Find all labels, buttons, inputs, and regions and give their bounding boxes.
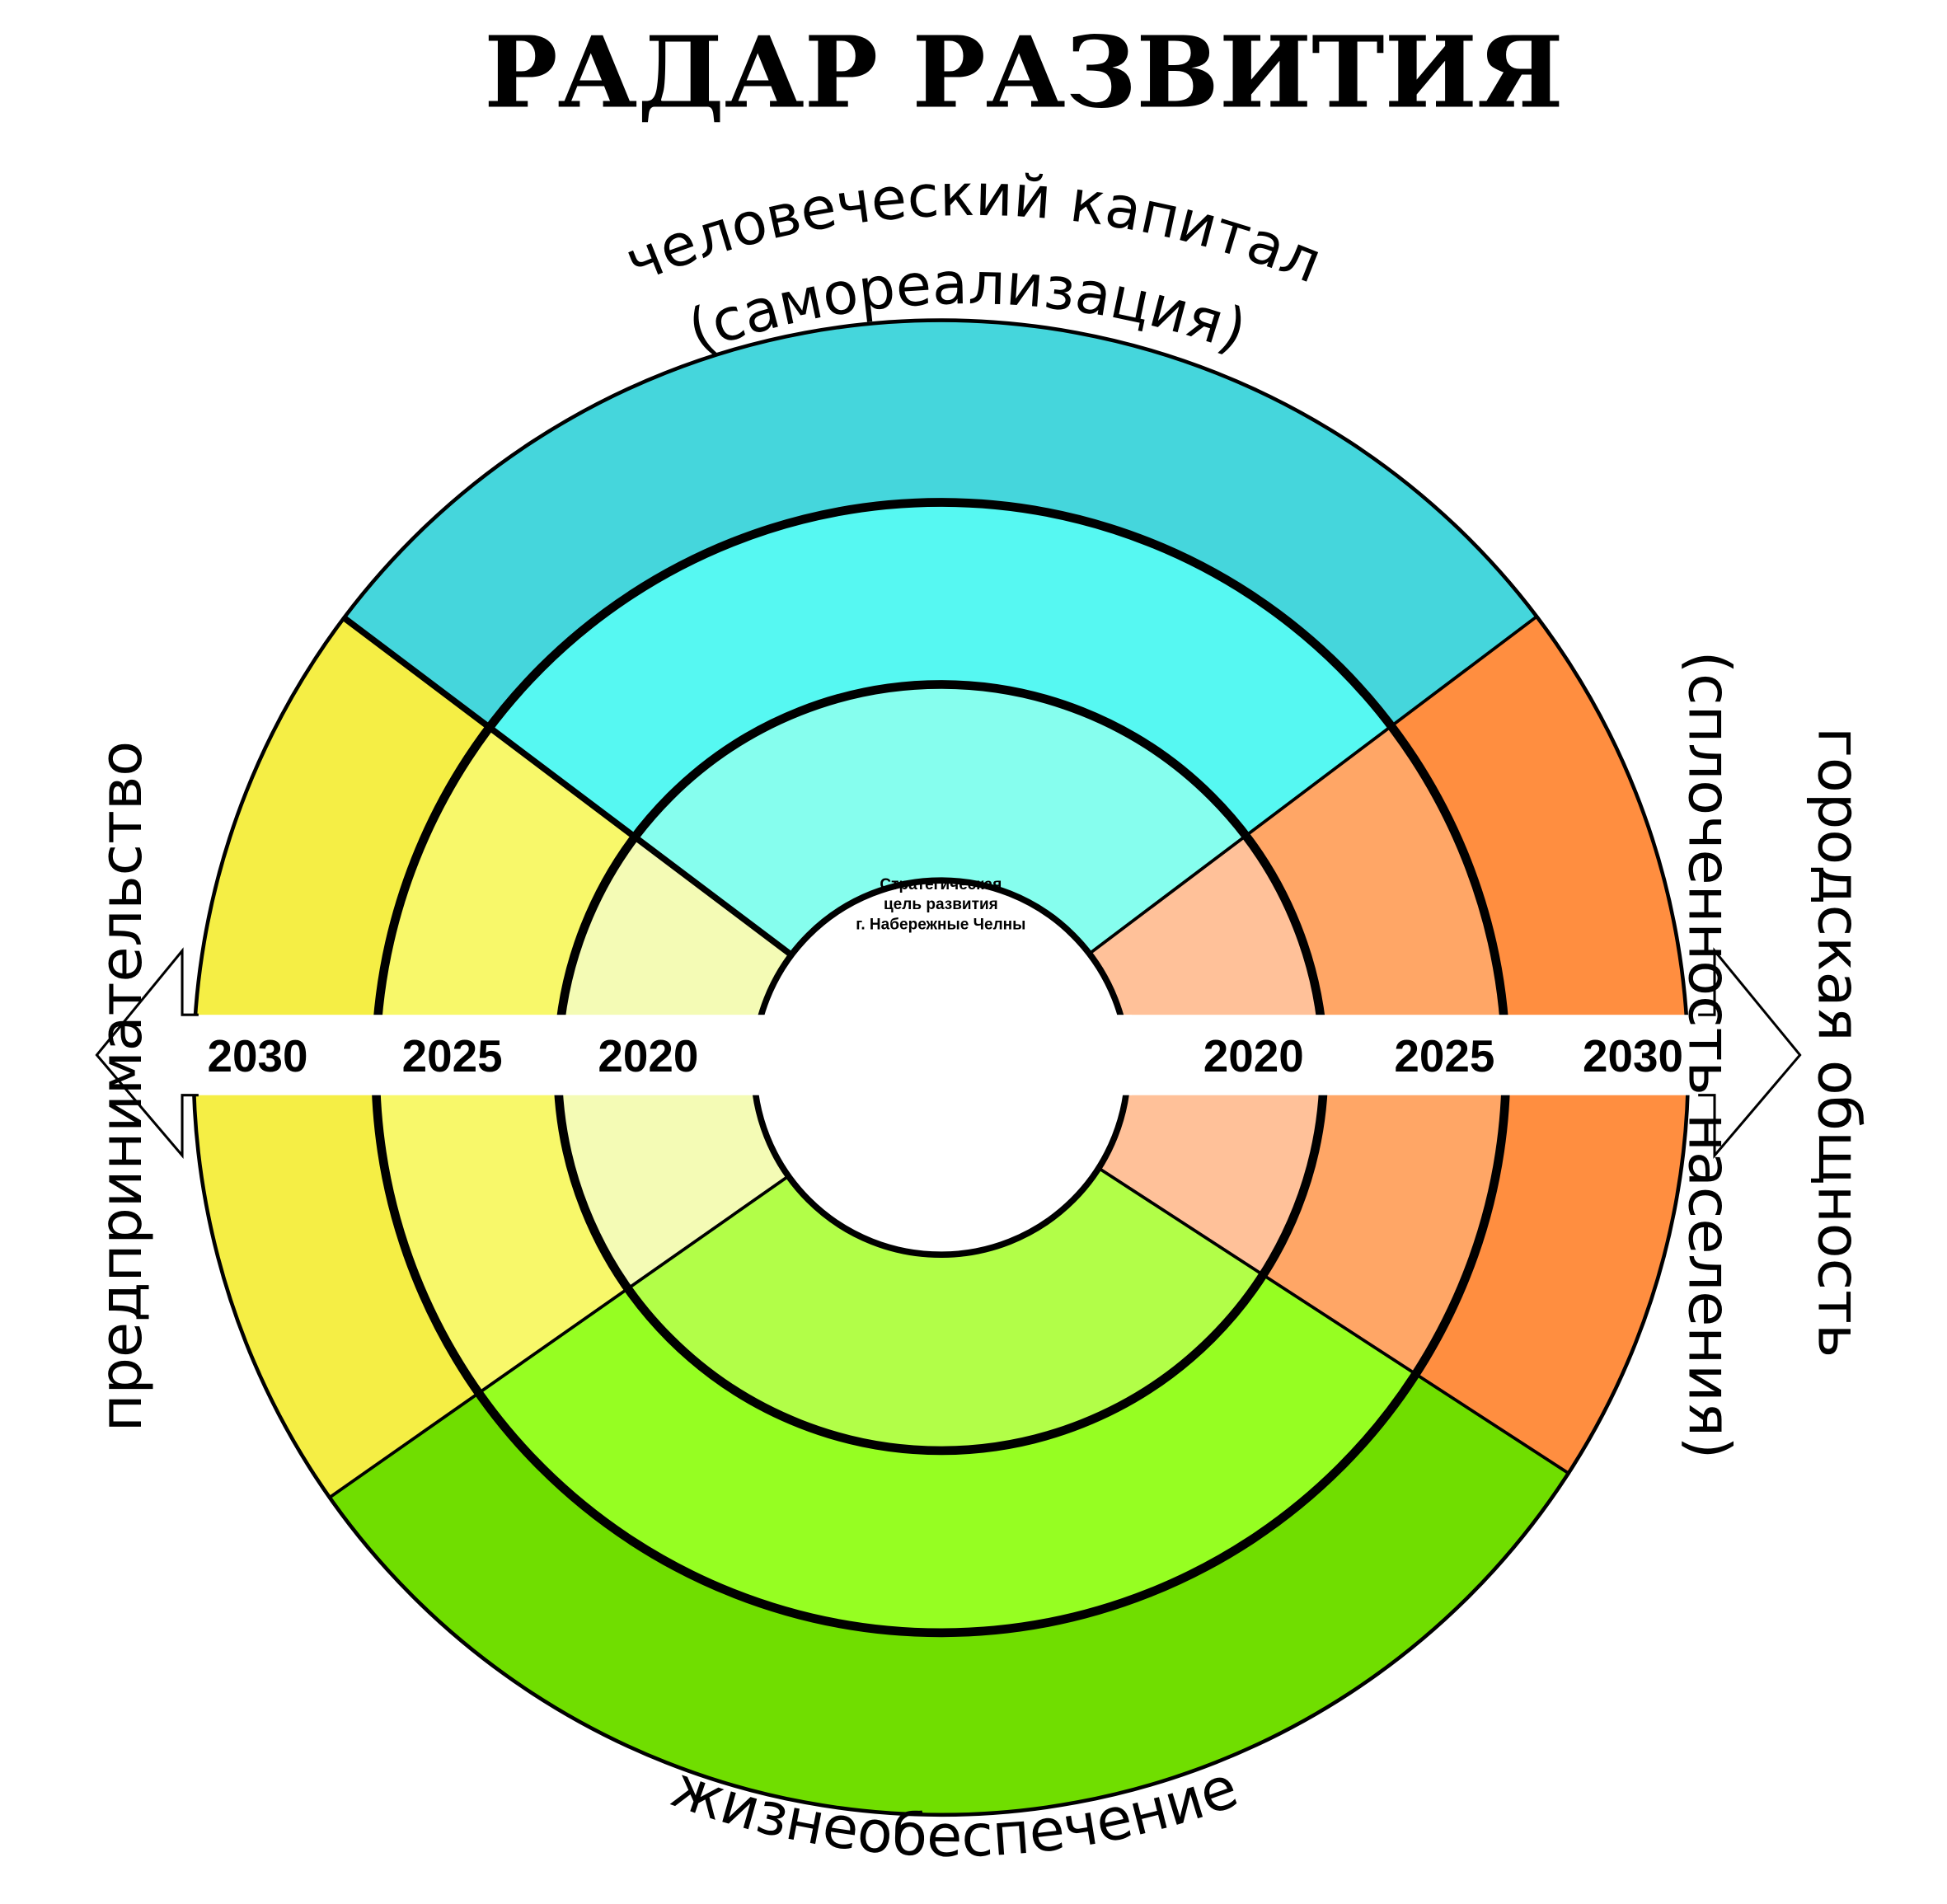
sector-divider xyxy=(342,615,793,957)
center-text-line-2: цель развития xyxy=(884,896,998,913)
label-community: городская общность xyxy=(1804,727,1872,1358)
sector-life-support-ring-1 xyxy=(626,1170,1263,1451)
arrow-right-icon xyxy=(1698,947,1802,1159)
arrow-left-icon xyxy=(95,947,199,1159)
year-label-left-2025: 2025 xyxy=(402,1030,503,1081)
center-text-line-3: г. Набережные Челны xyxy=(856,917,1025,934)
label-cohesion: (сплоченность населения) xyxy=(1676,651,1743,1459)
sector-human-capital-ring-1 xyxy=(635,684,1247,954)
year-label-right-2030: 2030 xyxy=(1583,1030,1683,1081)
sector-life-support-ring-3 xyxy=(328,1375,1568,1815)
year-label-right-2020: 2020 xyxy=(1203,1030,1304,1081)
label-entrepreneurship: предпринимательство xyxy=(87,741,155,1432)
year-label-right-2025: 2025 xyxy=(1394,1030,1494,1081)
sector-human-capital-ring-3 xyxy=(344,320,1538,728)
timeline-arrow xyxy=(95,877,1802,1259)
center-text-line-1: Стратегическая xyxy=(880,876,1002,893)
year-label-left-2020: 2020 xyxy=(598,1030,698,1081)
year-label-left-2030: 2030 xyxy=(207,1030,307,1081)
page-title: РАДАР РАЗВИТИЯ xyxy=(484,16,1564,131)
